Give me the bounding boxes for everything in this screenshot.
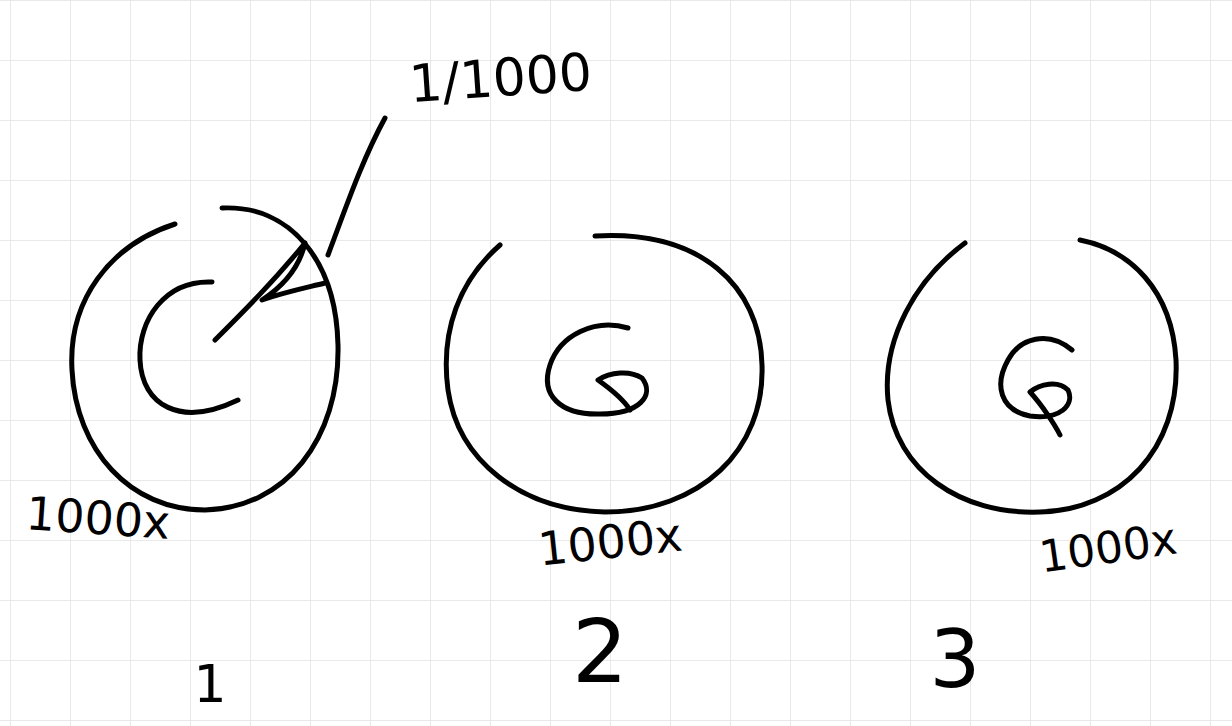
leader-line [328, 118, 385, 255]
fraction-label: 1/1000 [407, 46, 593, 111]
inner-spiral [547, 325, 646, 414]
inner-spiral [140, 282, 238, 412]
callout-number: 1 [193, 658, 226, 710]
callout-number: 2 [572, 608, 628, 696]
magnification-label: 1000x [24, 490, 171, 546]
callout-number: 3 [930, 620, 981, 700]
outer-spiral [72, 208, 338, 510]
wedge [215, 243, 325, 340]
magnification-label: 1000x [536, 512, 684, 573]
outer-spiral [887, 240, 1176, 512]
outer-spiral [446, 236, 762, 512]
inner-spiral [1001, 339, 1072, 435]
